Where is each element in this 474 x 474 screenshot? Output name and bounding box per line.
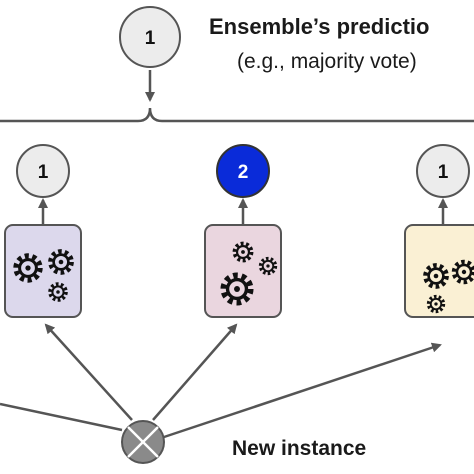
ensemble-prediction-value: 1 — [145, 28, 156, 49]
predictor-1-prediction-value: 1 — [38, 162, 49, 183]
aggregation-bracket — [0, 107, 474, 123]
predictor-2: 2 — [204, 144, 282, 318]
input-arrow-predictor-2 — [152, 323, 238, 421]
predictor-3-prediction-value: 1 — [438, 162, 449, 183]
predictor-1-prediction-circle — [16, 144, 70, 198]
input-arrow-predictor-3 — [163, 342, 442, 439]
ensemble-title: Ensemble’s predictio — [209, 14, 429, 39]
new-instance-label: New instance — [232, 437, 366, 460]
predictor-3-prediction-circle — [416, 144, 470, 198]
predictor-1-model-box — [4, 224, 82, 318]
new-instance-node — [121, 420, 165, 464]
cross-icon — [127, 426, 159, 458]
predictor-2-prediction-circle — [216, 144, 270, 198]
ensemble-prediction-circle — [119, 6, 181, 68]
input-edge-left — [0, 402, 123, 432]
predictor-3: 1 — [404, 144, 474, 318]
predictor-2-prediction-value: 2 — [238, 162, 249, 183]
predictor-1: 1 — [4, 144, 82, 318]
input-arrow-predictor-1 — [44, 323, 133, 421]
ensemble-subtitle: (e.g., majority vote) — [237, 50, 417, 73]
